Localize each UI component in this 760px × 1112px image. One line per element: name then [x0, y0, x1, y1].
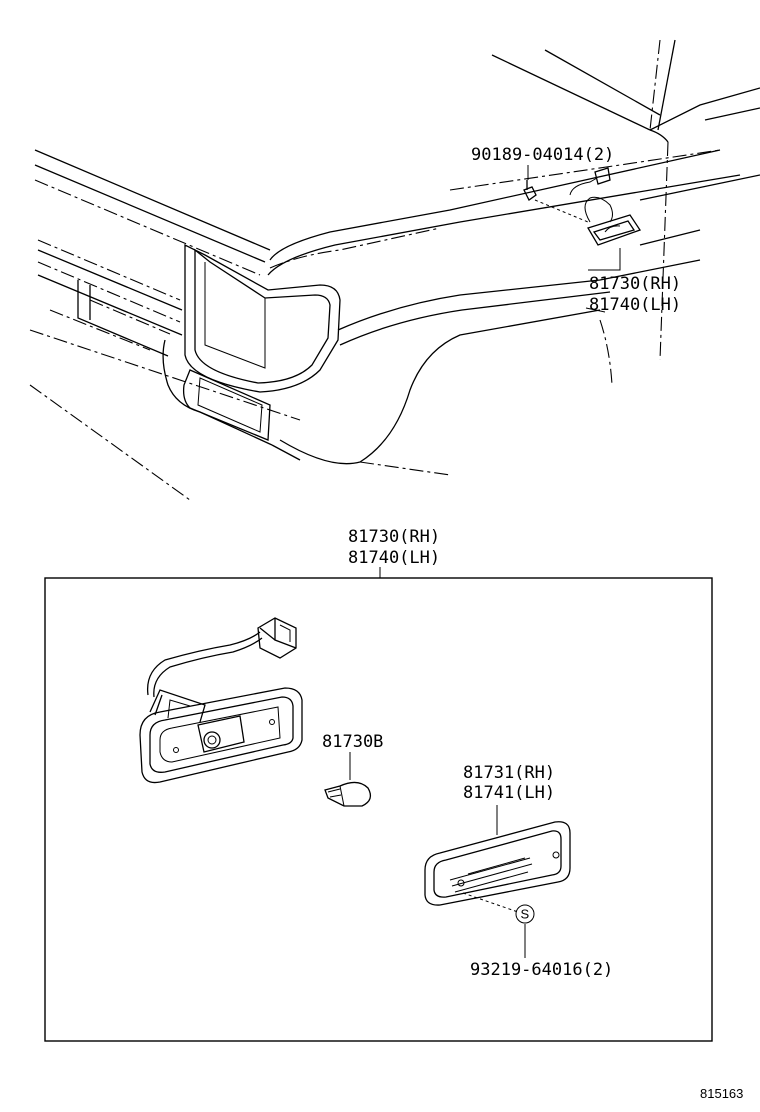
label-lens-rh: 81731(RH): [463, 763, 555, 783]
label-lamp-rh-top: 81730(RH): [589, 274, 681, 294]
exploded-view-frame: [44, 577, 713, 1042]
leader-lamp-top-2: [585, 307, 606, 313]
label-bolt-part: 90189-04014(2): [471, 145, 614, 165]
diagram-id: 815163: [700, 1086, 743, 1101]
screw-axis-line: [462, 892, 519, 913]
label-lamp-lh-top: 81740(LH): [589, 295, 681, 315]
label-bulb-part: 81730B: [322, 732, 383, 752]
leader-lamp-top: [588, 248, 621, 271]
label-assembly-lh: 81740(LH): [348, 548, 440, 568]
vehicle-body-drawing: [29, 39, 760, 501]
lens-drawing: [424, 821, 571, 906]
screw-symbol: S: [521, 907, 530, 922]
label-screw-part: 93219-64016(2): [470, 960, 613, 980]
label-lens-lh: 81741(LH): [463, 783, 555, 803]
label-assembly-rh: 81730(RH): [348, 527, 440, 547]
bulb-drawing: [324, 781, 372, 807]
screw-symbol-circle: [515, 904, 535, 924]
lamp-housing-drawing: [139, 617, 303, 784]
side-marker-on-vehicle: [523, 167, 642, 246]
